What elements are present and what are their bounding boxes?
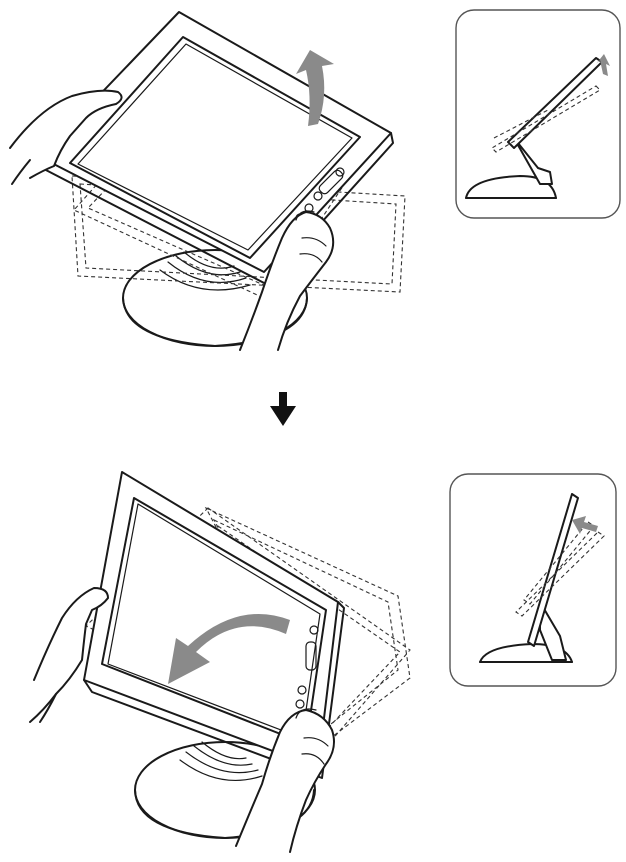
down-arrow-icon — [270, 392, 296, 426]
step-1-illustration — [10, 12, 405, 350]
step-2-illustration — [30, 472, 410, 852]
inset-side-view-1 — [456, 10, 620, 218]
monitor-front — [40, 12, 393, 284]
inset-side-view-2 — [450, 474, 616, 686]
